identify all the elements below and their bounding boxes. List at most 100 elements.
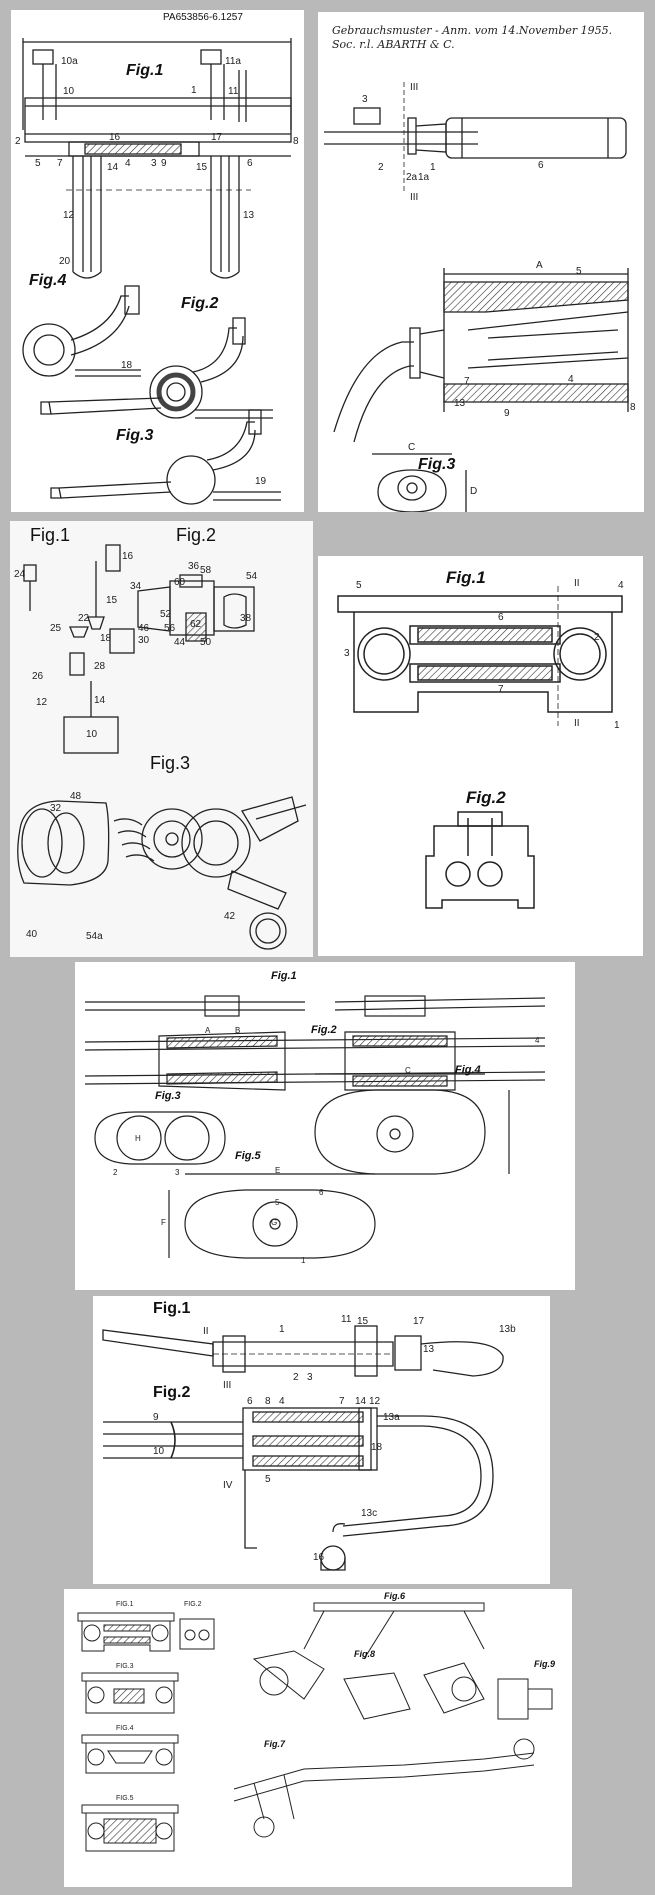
sheet-3-label: 48 xyxy=(70,791,82,802)
sheet-3-label: 15 xyxy=(106,595,118,606)
sheet-1-label: 3 xyxy=(151,158,157,169)
sheet-7-fig6-caption: Fig.6 xyxy=(384,1591,406,1601)
sheet-1-drawing xyxy=(22,38,292,505)
sheet-6-label: 8 xyxy=(265,1396,271,1407)
sheet-4-label: II xyxy=(574,578,580,589)
sheet-2-label: 1 xyxy=(430,162,436,173)
sheet-1-label: 17 xyxy=(211,132,223,143)
sheet-2-label: C xyxy=(408,442,416,453)
sheet-6-fig2-caption: Fig.2 xyxy=(153,1384,191,1401)
sheet-6-label: III xyxy=(223,1380,232,1391)
sheet-2-handwriting-line-1: Gebrauchsmuster - Anm. vom 14.November 1… xyxy=(332,24,613,37)
sheet-2-label: 8 xyxy=(630,402,636,413)
sheet-3-label: 54a xyxy=(86,931,103,942)
sheet-6-label: II xyxy=(203,1326,209,1337)
patent-sheet-7: FIG.1 FIG.2 FIG.3 FIG.4 FIG.5 Fig.6 Fig.… xyxy=(64,1589,572,1887)
sheet-5-label: G xyxy=(271,1218,278,1227)
sheet-1-label: 14 xyxy=(107,162,119,173)
sheet-1-label: 10 xyxy=(63,86,75,97)
sheet-2-label: 3 xyxy=(362,94,368,105)
sheet-2-label: 2 xyxy=(378,162,384,173)
sheet-5-label: 4 xyxy=(535,1036,540,1045)
sheet-6-label: 13c xyxy=(361,1508,378,1519)
sheet-6-label: 3 xyxy=(307,1372,313,1383)
sheet-1-label: 11 xyxy=(228,86,239,97)
sheet-3-label: 10 xyxy=(86,729,98,740)
sheet-7-fig5-caption: FIG.5 xyxy=(116,1795,134,1802)
sheet-6-label: 14 xyxy=(355,1396,367,1407)
sheet-6-label: 13a xyxy=(383,1412,400,1423)
sheet-5-fig1-caption: Fig.1 xyxy=(271,970,297,982)
sheet-4-label: 1 xyxy=(614,720,620,731)
sheet-2-label: III xyxy=(410,192,419,203)
sheet-3-label: 38 xyxy=(240,613,252,624)
sheet-1-label: 8 xyxy=(293,136,299,147)
sheet-6-label: 4 xyxy=(279,1396,285,1407)
sheet-1-label: 12 xyxy=(63,210,75,221)
sheet-3-label: 60 xyxy=(174,577,186,588)
sheet-7-fig1-caption: FIG.1 xyxy=(116,1601,134,1608)
sheet-5-label: B xyxy=(235,1026,241,1035)
sheet-2-label: A xyxy=(536,260,543,271)
sheet-7-fig7-caption: Fig.7 xyxy=(264,1739,286,1749)
sheet-2-label: 7 xyxy=(464,376,470,387)
sheet-3-label: 30 xyxy=(138,635,150,646)
sheet-3-label: 12 xyxy=(36,697,48,708)
sheet-5-label: 1 xyxy=(301,1256,306,1265)
sheet-1-label: 15 xyxy=(196,162,208,173)
sheet-2-label: D xyxy=(470,486,478,497)
sheet-4-label: 3 xyxy=(344,648,350,659)
sheet-5-fig2-caption: Fig.2 xyxy=(311,1024,337,1036)
sheet-6-label: 15 xyxy=(357,1316,369,1327)
sheet-6-label: 7 xyxy=(339,1396,345,1407)
patent-sheet-1: PA653856-6.1257 Fig.1 Fig.4 Fig.2 Fig.3 … xyxy=(11,10,304,512)
patent-sheet-2: Gebrauchsmuster - Anm. vom 14.November 1… xyxy=(318,12,644,512)
sheet-1-fig3-caption: Fig.3 xyxy=(116,427,154,444)
sheet-5-label: 6 xyxy=(319,1188,324,1197)
sheet-3-label: 62 xyxy=(190,619,202,630)
sheet-3-label: 28 xyxy=(94,661,106,672)
sheet-2-handwriting-line-2: Soc. r.l. ABARTH & C. xyxy=(332,38,455,51)
sheet-6-label: 12 xyxy=(369,1396,381,1407)
sheet-3-fig2-caption: Fig.2 xyxy=(176,525,217,545)
sheet-1-label: 20 xyxy=(59,256,71,267)
sheet-1-label: 1 xyxy=(191,85,197,96)
sheet-6-label: 11 xyxy=(341,1314,352,1325)
sheet-2-fig3-caption: Fig.3 xyxy=(418,456,456,473)
sheet-2-label: 2a xyxy=(406,172,418,183)
sheet-5-label: E xyxy=(275,1166,281,1175)
sheet-6-label: 16 xyxy=(313,1552,325,1563)
patent-sheet-6: Fig.1 Fig.2 1 2 3 4 5 6 7 8 9 10 11 12 1… xyxy=(93,1296,550,1584)
sheet-1-label: 13 xyxy=(243,210,255,221)
sheet-5-label: H xyxy=(135,1134,141,1143)
patent-sheet-4: Fig.1 Fig.2 1 2 3 4 5 6 7 II II xyxy=(318,556,643,956)
sheet-1-label: 16 xyxy=(109,132,121,143)
sheet-1-label: 10a xyxy=(61,56,78,67)
sheet-7-fig9-caption: Fig.9 xyxy=(534,1659,556,1669)
sheet-3-label: 54 xyxy=(246,571,258,582)
sheet-6-label: 17 xyxy=(413,1316,425,1327)
sheet-6-label: 13 xyxy=(423,1344,435,1355)
sheet-4-fig2-caption: Fig.2 xyxy=(466,788,506,807)
sheet-6-label: 9 xyxy=(153,1412,159,1423)
sheet-7-drawing xyxy=(77,1602,553,1852)
sheet-2-drawing xyxy=(324,82,629,512)
patent-sheet-3: Fig.1 Fig.2 Fig.3 10 12 14 15 16 18 22 2… xyxy=(10,521,313,957)
sheet-7-fig3-caption: FIG.3 xyxy=(116,1663,134,1670)
sheet-1-label: 19 xyxy=(255,476,267,487)
sheet-4-drawing xyxy=(337,586,623,909)
sheet-2-label: 4 xyxy=(568,374,574,385)
sheet-5-label: 2 xyxy=(113,1168,118,1177)
sheet-7-fig8-caption: Fig.8 xyxy=(354,1649,376,1659)
sheet-6-label: 10 xyxy=(153,1446,165,1457)
sheet-3-label: 14 xyxy=(94,695,106,706)
sheet-6-label: IV xyxy=(223,1480,233,1491)
sheet-3-label: 26 xyxy=(32,671,44,682)
sheet-6-label: 18 xyxy=(371,1442,383,1453)
sheet-1-header-number: PA653856-6.1257 xyxy=(163,12,243,23)
sheet-4-label: 7 xyxy=(498,684,504,695)
sheet-4-label: II xyxy=(574,718,580,729)
sheet-5-drawing xyxy=(84,995,546,1259)
sheet-2-label: III xyxy=(410,82,419,93)
sheet-4-label: 2 xyxy=(594,632,600,643)
